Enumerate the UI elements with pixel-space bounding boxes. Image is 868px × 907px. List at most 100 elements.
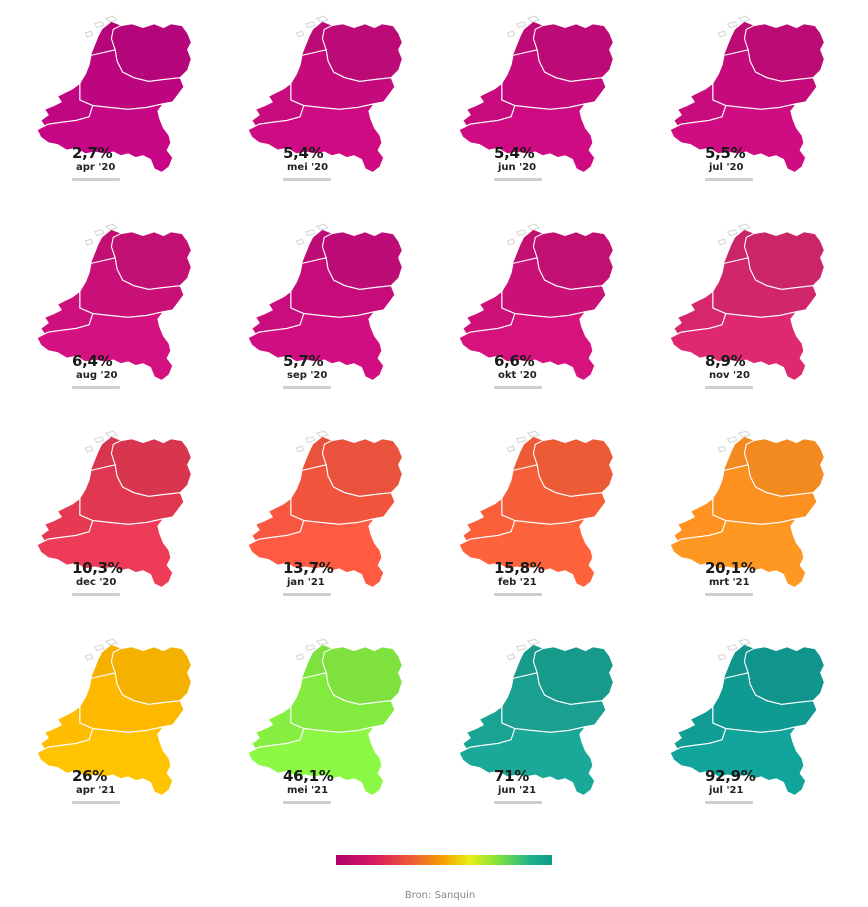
donor-count-line bbox=[283, 178, 331, 181]
region-south bbox=[458, 517, 596, 589]
antibody-percentage: 2,7% bbox=[72, 144, 113, 162]
donor-count-line bbox=[72, 178, 120, 181]
map-panel: 46,1%mei '21 bbox=[223, 631, 434, 839]
donor-count-line bbox=[705, 800, 753, 804]
antibody-percentage: 8,9% bbox=[705, 351, 746, 370]
map-panel: 15,8%feb '21 bbox=[434, 423, 645, 631]
antibody-percentage: 15,8% bbox=[494, 559, 545, 577]
month-label: jul '20 bbox=[709, 162, 744, 173]
netherlands-map bbox=[458, 430, 615, 589]
map-panel: 20,1%mrt '21 bbox=[645, 423, 856, 631]
region-south bbox=[458, 725, 596, 796]
map-panel: 71%jun '21 bbox=[434, 631, 645, 839]
donor-count-line bbox=[72, 593, 120, 596]
month-label: okt '20 bbox=[498, 369, 537, 381]
map-panel: 26%apr '21 bbox=[12, 631, 223, 839]
map-panel: 5,4%jun '20 bbox=[434, 8, 645, 216]
wadden-islands bbox=[506, 638, 541, 660]
donor-count-line bbox=[705, 593, 753, 596]
month-label: jun '21 bbox=[498, 784, 537, 796]
wadden-islands bbox=[717, 223, 752, 245]
antibody-percentage: 5,5% bbox=[705, 144, 746, 162]
netherlands-map bbox=[669, 15, 826, 174]
month-label: jun '20 bbox=[498, 162, 537, 173]
map-panel: 5,7%sep '20 bbox=[223, 216, 434, 424]
wadden-islands bbox=[506, 223, 541, 245]
month-label: jul '21 bbox=[709, 784, 744, 796]
netherlands-map bbox=[247, 223, 404, 381]
antibody-percentage: 20,1% bbox=[705, 559, 756, 577]
region-south bbox=[36, 725, 174, 796]
legend-gradient-bar bbox=[336, 855, 552, 865]
wadden-islands bbox=[717, 15, 752, 38]
map-panel: 6,6%okt '20 bbox=[434, 216, 645, 424]
month-label: sep '20 bbox=[287, 369, 328, 381]
wadden-islands bbox=[84, 223, 119, 245]
map-panel: 5,5%jul '20 bbox=[645, 8, 856, 216]
region-south bbox=[669, 725, 807, 796]
antibody-percentage: 6,6% bbox=[494, 351, 535, 370]
donor-count-line bbox=[72, 385, 120, 389]
netherlands-map bbox=[247, 638, 404, 796]
netherlands-map bbox=[36, 15, 193, 174]
month-label: nov '20 bbox=[709, 369, 750, 381]
donor-count-line bbox=[283, 385, 331, 389]
region-south bbox=[669, 102, 807, 174]
month-label: apr '20 bbox=[76, 162, 116, 173]
donor-count-line bbox=[494, 593, 542, 596]
antibody-percentage: 5,4% bbox=[283, 144, 324, 162]
antibody-percentage: 92,9% bbox=[705, 766, 756, 785]
month-label: jan '21 bbox=[287, 577, 325, 588]
region-south bbox=[669, 517, 807, 589]
wadden-islands bbox=[717, 638, 752, 660]
region-south bbox=[458, 102, 596, 174]
antibody-percentage: 13,7% bbox=[283, 559, 334, 577]
donor-count-line bbox=[494, 178, 542, 181]
map-panel: 6,4%aug '20 bbox=[12, 216, 223, 424]
antibody-percentage: 46,1% bbox=[283, 766, 334, 785]
region-south bbox=[36, 310, 174, 381]
donor-count-line bbox=[494, 800, 542, 804]
wadden-islands bbox=[84, 15, 119, 38]
antibody-percentage: 5,4% bbox=[494, 144, 535, 162]
donor-count-line bbox=[494, 385, 542, 389]
netherlands-map bbox=[458, 15, 615, 174]
month-label: apr '21 bbox=[76, 784, 116, 796]
region-south bbox=[247, 102, 385, 174]
netherlands-map bbox=[669, 223, 826, 381]
region-south bbox=[247, 517, 385, 589]
donor-count-line bbox=[283, 800, 331, 804]
wadden-islands bbox=[295, 15, 330, 38]
netherlands-map bbox=[247, 430, 404, 589]
region-south bbox=[458, 310, 596, 381]
antibody-percentage: 5,7% bbox=[283, 351, 324, 370]
color-legend bbox=[336, 855, 552, 865]
map-panel: 92,9%jul '21 bbox=[645, 631, 856, 839]
wadden-islands bbox=[295, 430, 330, 453]
region-south bbox=[247, 310, 385, 381]
month-label: dec '20 bbox=[76, 577, 117, 588]
wadden-islands bbox=[295, 638, 330, 660]
netherlands-map bbox=[36, 430, 193, 589]
map-panel: 10,3%dec '20 bbox=[12, 423, 223, 631]
map-panel: 2,7%apr '20 bbox=[12, 8, 223, 216]
antibody-percentage: 71% bbox=[494, 766, 530, 785]
netherlands-map bbox=[669, 430, 826, 589]
month-label: mei '20 bbox=[287, 162, 329, 173]
netherlands-map bbox=[458, 638, 615, 796]
netherlands-map bbox=[36, 638, 193, 796]
source-note: Bron: Sanquin bbox=[404, 890, 476, 901]
antibody-percentage: 6,4% bbox=[72, 351, 113, 370]
map-panel: 5,4%mei '20 bbox=[223, 8, 434, 216]
netherlands-map bbox=[669, 638, 826, 796]
region-south bbox=[247, 725, 385, 796]
donor-count-line bbox=[283, 593, 331, 596]
region-south bbox=[36, 102, 174, 174]
donor-count-line bbox=[72, 800, 120, 804]
map-panel: 13,7%jan '21 bbox=[223, 423, 434, 631]
region-south bbox=[36, 517, 174, 589]
antibody-percentage: 26% bbox=[72, 766, 108, 785]
month-label: mei '21 bbox=[287, 784, 329, 796]
month-label: aug '20 bbox=[76, 369, 118, 381]
